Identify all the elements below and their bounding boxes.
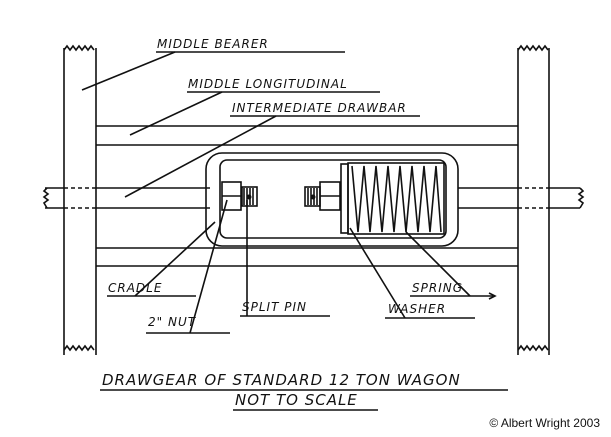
spring: [340, 162, 445, 235]
label-cradle: CRADLE: [107, 221, 216, 297]
svg-text:DRAWGEAR OF STANDARD 12 TON WA: DRAWGEAR OF STANDARD 12 TON WAGON: [102, 371, 461, 389]
middle-longitudinals: [96, 125, 518, 267]
label-intermediate-drawbar: INTERMEDIATE DRAWBAR: [124, 101, 420, 198]
svg-text:INTERMEDIATE DRAWBAR: INTERMEDIATE DRAWBAR: [232, 101, 407, 115]
label-middle-longitudinal: MIDDLE LONGITUDINAL: [129, 77, 380, 136]
label-spring: SPRING: [405, 231, 497, 300]
label-washer: WASHER: [349, 227, 475, 319]
left-middle-bearer: [63, 44, 97, 355]
svg-text:SPRING: SPRING: [412, 281, 463, 295]
right-nut: [304, 181, 341, 211]
label-2in-nut: 2" NUT: [146, 199, 230, 334]
split-pin-dot: [246, 194, 252, 200]
svg-text:SPLIT PIN: SPLIT PIN: [242, 300, 307, 314]
svg-text:MIDDLE LONGITUDINAL: MIDDLE LONGITUDINAL: [188, 77, 348, 91]
right-middle-bearer: [517, 44, 550, 355]
intermediate-drawbar: [42, 187, 585, 209]
left-nut: [221, 181, 258, 211]
svg-text:CRADLE: CRADLE: [108, 281, 162, 295]
label-split-pin: SPLIT PIN: [240, 200, 330, 317]
svg-text:2" NUT: 2" NUT: [148, 315, 197, 329]
diagram-title: DRAWGEAR OF STANDARD 12 TON WAGON NOT TO…: [100, 371, 508, 411]
cradle: [205, 152, 459, 247]
copyright: © Albert Wright 2003: [489, 416, 600, 430]
svg-text:NOT TO SCALE: NOT TO SCALE: [235, 391, 358, 409]
label-middle-bearer: MIDDLE BEARER: [81, 37, 345, 91]
svg-text:MIDDLE BEARER: MIDDLE BEARER: [157, 37, 269, 51]
